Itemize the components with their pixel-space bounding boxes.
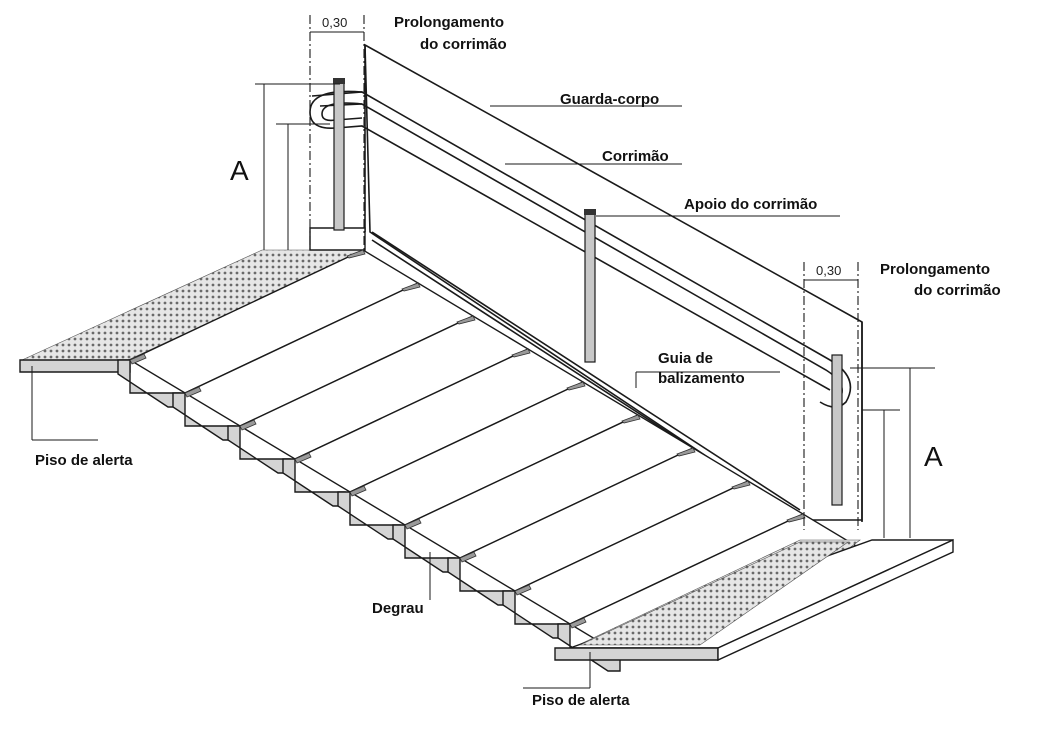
stair-nosing [239,419,257,431]
label-piso-bottom: Piso de alerta [532,692,630,709]
label-prolongamento-right-2: do corrimão [914,282,1001,299]
stair-nosing [129,353,147,365]
bottom-landing [554,538,954,662]
dimension-marks: 0,30 0,30 A A [230,15,943,538]
dim-ext-top: 0,30 [322,15,347,30]
post-middle [584,211,596,363]
label-prolongamento-top: Prolongamento [394,14,504,31]
label-degrau: Degrau [372,600,424,617]
handrail-posts [333,78,843,506]
label-corrimao: Corrimão [602,148,669,165]
dim-ext-right: 0,30 [816,263,841,278]
post-top [333,79,345,231]
stair-nosing [566,381,586,391]
stair-nosing [731,480,751,490]
leader-lines [31,105,840,689]
stair-nosing [786,513,806,523]
stair-nosing [569,617,587,629]
label-guarda-corpo: Guarda-corpo [560,91,659,108]
stair-nosing [404,518,422,530]
centerlines [309,15,859,530]
stair-nosing [514,584,532,596]
label-guia-2: balizamento [658,370,745,387]
stair-nosing [346,249,366,259]
post-bottom [831,354,843,506]
stair-nosing [294,452,312,464]
dim-height-right: A [924,441,943,472]
label-guia: Guia de [658,350,713,367]
label-piso-left: Piso de alerta [35,452,133,469]
labels: Prolongamento do corrimão Guarda-corpo C… [35,14,1001,709]
stair-nosing [456,315,476,325]
label-prolongamento-top-2: do corrimão [420,36,507,53]
stair-nosing [676,447,696,457]
dim-height-left: A [230,155,249,186]
label-prolongamento-right: Prolongamento [880,261,990,278]
stair-nosing [511,348,531,358]
stair-nosing [184,386,202,398]
label-apoio: Apoio do corrimão [684,196,817,213]
stair-nosing [349,485,367,497]
stair-nosing [621,414,641,424]
stair-nosing [459,551,477,563]
stair-nosing [401,282,421,292]
guard-wall [364,43,863,522]
